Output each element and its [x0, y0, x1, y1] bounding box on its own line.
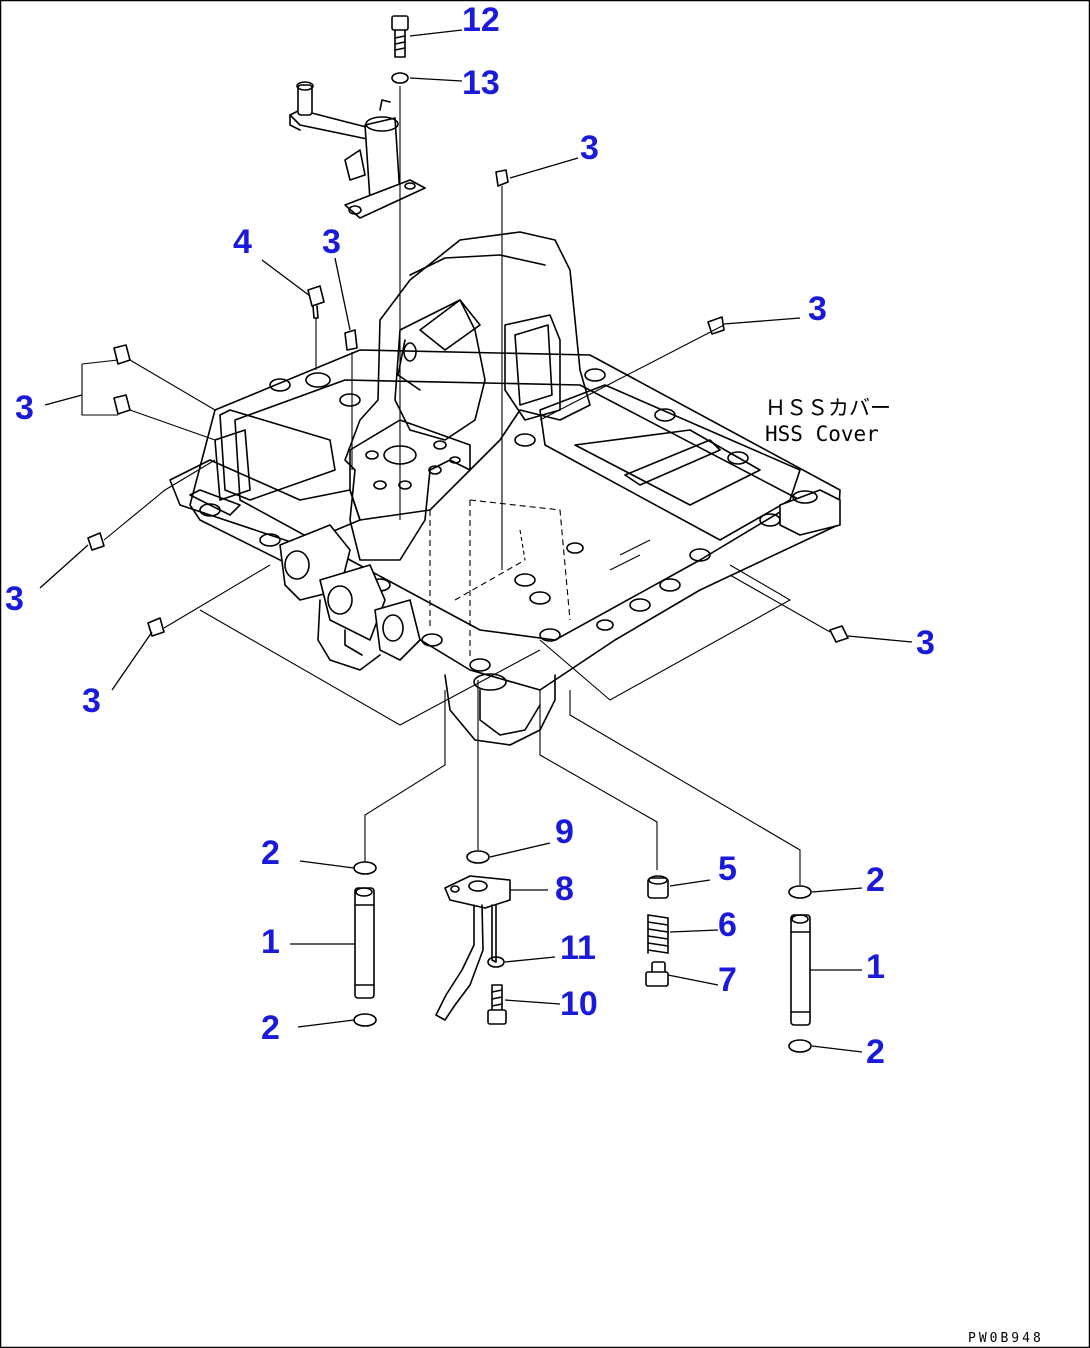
solenoid-bracket	[289, 81, 426, 219]
callout-2-right-bottom: 2	[866, 1033, 885, 1071]
callout-numbers: 12 13 3 4 3 3 3 3 3 3 2 1 2 9 8 11 10 5 …	[5, 1, 935, 1071]
callout-7: 7	[718, 961, 737, 999]
projection-lines	[199, 324, 801, 885]
callout-8: 8	[555, 870, 574, 908]
strainer-pipe-8	[435, 875, 511, 1021]
callout-3-right: 3	[916, 624, 935, 662]
callout-10: 10	[560, 985, 598, 1023]
hss-cover-label-jp: ＨＳＳカバー	[765, 396, 891, 420]
drawing-code: PW0B948	[968, 1331, 1044, 1346]
hss-cover-label-en: HSS Cover	[765, 422, 879, 446]
plug-3-c	[81, 344, 216, 441]
callout-3-bottom-left: 3	[82, 682, 101, 720]
callout-1-left: 1	[261, 923, 280, 961]
o-ring-9	[466, 850, 490, 864]
callout-6: 6	[718, 906, 737, 944]
callout-2-left-top: 2	[261, 834, 280, 872]
callout-13: 13	[462, 64, 500, 102]
callout-3-upper-middle: 3	[322, 223, 341, 261]
callout-3-left: 3	[15, 389, 34, 427]
washer-11	[487, 956, 505, 968]
callout-5: 5	[718, 850, 737, 888]
plug-7	[645, 961, 669, 987]
callout-2-right-top: 2	[866, 861, 885, 899]
callout-2-left-bottom: 2	[261, 1009, 280, 1047]
plug-3-a	[344, 329, 358, 470]
plug-3-d	[87, 459, 216, 551]
callout-12: 12	[462, 1, 500, 39]
tube-1-right	[790, 914, 811, 1026]
tube-1-left	[354, 887, 375, 999]
callout-4: 4	[233, 223, 252, 261]
o-ring-2-right-bottom	[788, 1039, 812, 1053]
bolt-10	[487, 984, 507, 1025]
callout-9: 9	[555, 813, 574, 851]
plug-3-f	[729, 574, 849, 643]
spring-6	[647, 914, 669, 954]
washer-13	[391, 72, 409, 84]
fitting-4	[307, 285, 325, 370]
bolt-12	[391, 15, 409, 58]
callout-3-top: 3	[580, 129, 599, 167]
plug-3-top	[495, 169, 509, 570]
plug-3-b	[707, 316, 725, 335]
plug-3-e	[147, 564, 271, 637]
callout-3-lower-left: 3	[5, 580, 24, 618]
leader-lines	[39, 29, 913, 1053]
o-ring-2-right-top	[788, 885, 812, 899]
callout-3-upper-right: 3	[808, 290, 827, 328]
callout-11: 11	[560, 929, 596, 967]
valve-5	[647, 875, 669, 899]
callout-1-right: 1	[866, 948, 885, 986]
